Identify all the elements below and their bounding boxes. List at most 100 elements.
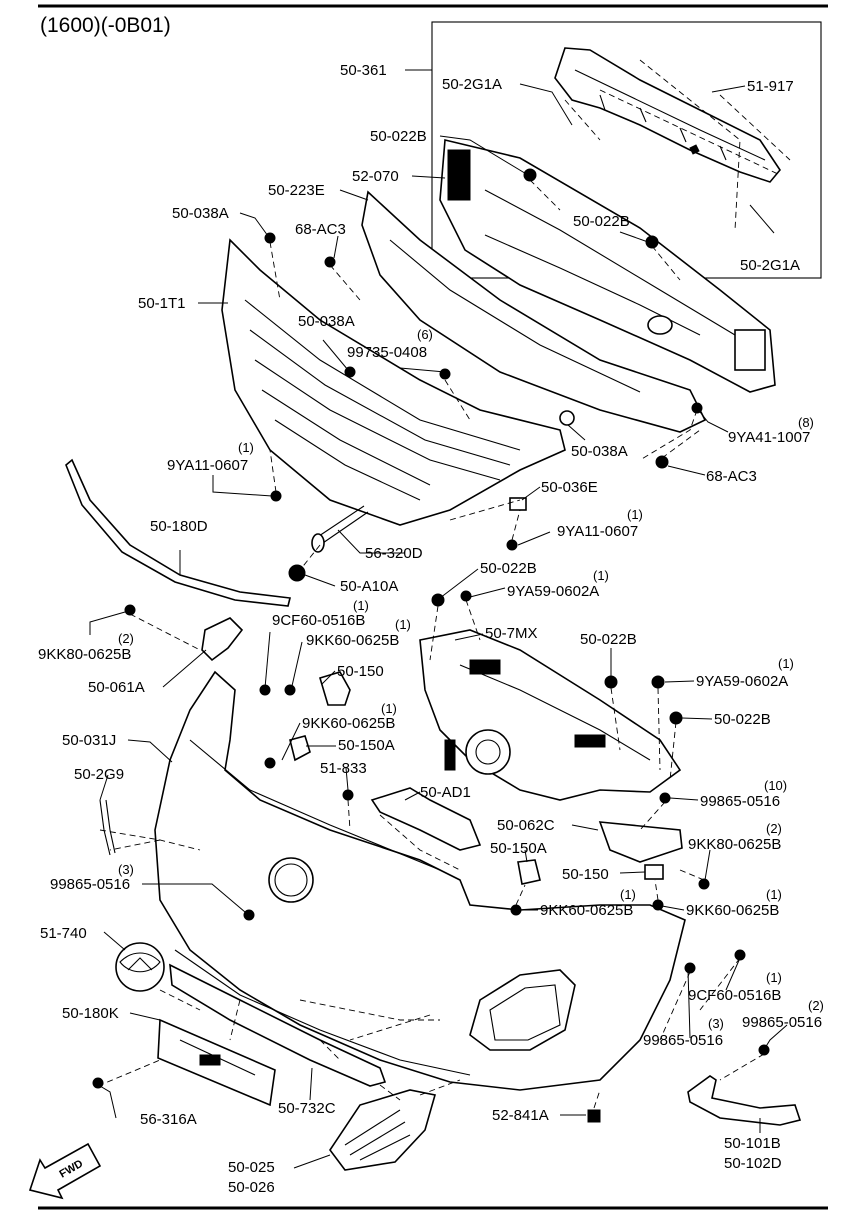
callout-50-150-b: 50-150 bbox=[562, 866, 609, 883]
callout-99735-0408: 99735-0408 bbox=[347, 344, 427, 361]
callout-50-150A-a: 50-150A bbox=[338, 737, 395, 754]
callout-50-062C: 50-062C bbox=[497, 817, 555, 834]
side-bracket-part bbox=[201, 617, 244, 662]
qty-1-e: (1) bbox=[395, 617, 411, 632]
grille-part bbox=[221, 238, 566, 526]
callout-9YA59-0602A-a: 9YA59-0602A bbox=[507, 583, 599, 600]
callout-50-A10A: 50-A10A bbox=[340, 578, 398, 595]
callout-52-070: 52-070 bbox=[352, 168, 399, 185]
callout-50-7MX: 50-7MX bbox=[485, 625, 538, 642]
bracket-50-150-lower bbox=[644, 864, 664, 880]
callout-50-061A: 50-061A bbox=[88, 679, 145, 696]
fasteners bbox=[92, 168, 770, 1089]
bumper-fascia-part bbox=[154, 670, 686, 1091]
callout-50-732C: 50-732C bbox=[278, 1100, 336, 1117]
qty-2-a: (2) bbox=[118, 631, 134, 646]
callout-50-038A-c: 50-038A bbox=[571, 443, 628, 460]
callout-50-022B-e: 50-022B bbox=[714, 711, 771, 728]
callout-50-038A-a: 50-038A bbox=[172, 205, 229, 222]
callout-51-833: 51-833 bbox=[320, 760, 367, 777]
lower-absorber-part bbox=[361, 190, 707, 433]
qty-1-a: (1) bbox=[238, 440, 254, 455]
callout-51-740: 51-740 bbox=[40, 925, 87, 942]
callout-50-101B: 50-101B bbox=[724, 1135, 781, 1152]
qty-1-h: (1) bbox=[620, 887, 636, 902]
callout-9KK60-0625B-b: 9KK60-0625B bbox=[302, 715, 395, 732]
callout-50-223E: 50-223E bbox=[268, 182, 325, 199]
qty-1-f: (1) bbox=[778, 656, 794, 671]
callout-50-022B-d: 50-022B bbox=[580, 631, 637, 648]
callout-9YA11-0607-a: 9YA11-0607 bbox=[167, 457, 248, 474]
bracket-50-150A-upper bbox=[289, 735, 311, 762]
callout-50-022B-b: 50-022B bbox=[573, 213, 630, 230]
qty-1-g: (1) bbox=[381, 701, 397, 716]
callout-50-1T1: 50-1T1 bbox=[138, 295, 186, 312]
moulding-clip-part bbox=[288, 564, 306, 582]
qty-10: (10) bbox=[764, 778, 787, 793]
license-plate-bracket-part bbox=[157, 1018, 276, 1107]
callout-50-2G1A-top: 50-2G1A bbox=[442, 76, 502, 93]
callout-50-031J: 50-031J bbox=[62, 732, 116, 749]
callout-50-2G1A-bottom: 50-2G1A bbox=[740, 257, 800, 274]
qty-2-c: (2) bbox=[808, 998, 824, 1013]
front-emblem-part bbox=[115, 942, 165, 992]
air-guide-part bbox=[370, 787, 482, 851]
callout-52-841A: 52-841A bbox=[492, 1107, 549, 1124]
callout-99865-0516-a: 99865-0516 bbox=[700, 793, 780, 810]
callout-56-320D: 56-320D bbox=[365, 545, 423, 562]
nut-52-841A bbox=[587, 1109, 601, 1123]
qty-8: (8) bbox=[798, 415, 814, 430]
qty-1-i: (1) bbox=[766, 887, 782, 902]
callout-50-150-a: 50-150 bbox=[337, 663, 384, 680]
bracket-50-150-upper bbox=[319, 671, 351, 706]
callout-50-036E: 50-036E bbox=[541, 479, 598, 496]
diagram-code-header: (1600)(-0B01) bbox=[40, 14, 171, 37]
callout-68-AC3-a: 68-AC3 bbox=[295, 221, 346, 238]
callout-56-316A: 56-316A bbox=[140, 1111, 197, 1128]
callout-50-2G9: 50-2G9 bbox=[74, 766, 124, 783]
bracket-50-062C bbox=[598, 821, 683, 863]
qty-6: (6) bbox=[417, 327, 433, 342]
hood-rod-part bbox=[315, 505, 369, 546]
bumper-support-part bbox=[419, 629, 682, 801]
qty-3-b: (3) bbox=[708, 1016, 724, 1031]
bumper-reinforcement-part bbox=[439, 139, 776, 393]
upper-absorber-part bbox=[554, 47, 781, 183]
callout-99865-0516-b: 99865-0516 bbox=[50, 876, 130, 893]
qty-3-a: (3) bbox=[118, 862, 134, 877]
callout-9YA11-0607-b: 9YA11-0607 bbox=[557, 523, 638, 540]
callout-9CF60-0516B-b: 9CF60-0516B bbox=[688, 987, 781, 1004]
callout-99865-0516-d: 99865-0516 bbox=[643, 1032, 723, 1049]
callout-50-102D: 50-102D bbox=[724, 1155, 782, 1172]
bracket-50-150A-lower bbox=[517, 859, 541, 885]
callout-50-022B-a: 50-022B bbox=[370, 128, 427, 145]
callout-99865-0516-c: 99865-0516 bbox=[742, 1014, 822, 1031]
qty-1-j: (1) bbox=[766, 970, 782, 985]
callout-9KK80-0625B-b: 9KK80-0625B bbox=[688, 836, 781, 853]
rod-end-part bbox=[311, 533, 325, 553]
callout-50-180K: 50-180K bbox=[62, 1005, 119, 1022]
callout-50-038A-b: 50-038A bbox=[298, 313, 355, 330]
side-moulding-part bbox=[687, 1075, 802, 1126]
callout-9KK60-0625B-c: 9KK60-0625B bbox=[540, 902, 633, 919]
callout-68-AC3-b: 68-AC3 bbox=[706, 468, 757, 485]
callout-9KK60-0625B-d: 9KK60-0625B bbox=[686, 902, 779, 919]
callout-50-150A-b: 50-150A bbox=[490, 840, 547, 857]
qty-1-b: (1) bbox=[627, 507, 643, 522]
callout-50-026: 50-026 bbox=[228, 1179, 275, 1196]
leader-lines bbox=[89, 69, 788, 1169]
callout-50-025: 50-025 bbox=[228, 1159, 275, 1176]
fog-lamp-cover-part bbox=[329, 1089, 437, 1171]
grille-moulding-part bbox=[65, 458, 291, 607]
qty-2-b: (2) bbox=[766, 821, 782, 836]
side-seal-part bbox=[99, 799, 116, 856]
qty-1-d: (1) bbox=[353, 598, 369, 613]
callout-9YA41-1007: 9YA41-1007 bbox=[728, 429, 810, 446]
forward-direction-arrow: FWD bbox=[28, 1142, 102, 1200]
callout-50-180D: 50-180D bbox=[150, 518, 208, 535]
callout-9KK80-0625B-a: 9KK80-0625B bbox=[38, 646, 131, 663]
assembly-guide-lines bbox=[97, 59, 791, 1109]
callout-50-AD1: 50-AD1 bbox=[420, 784, 471, 801]
callout-51-917: 51-917 bbox=[747, 78, 794, 95]
